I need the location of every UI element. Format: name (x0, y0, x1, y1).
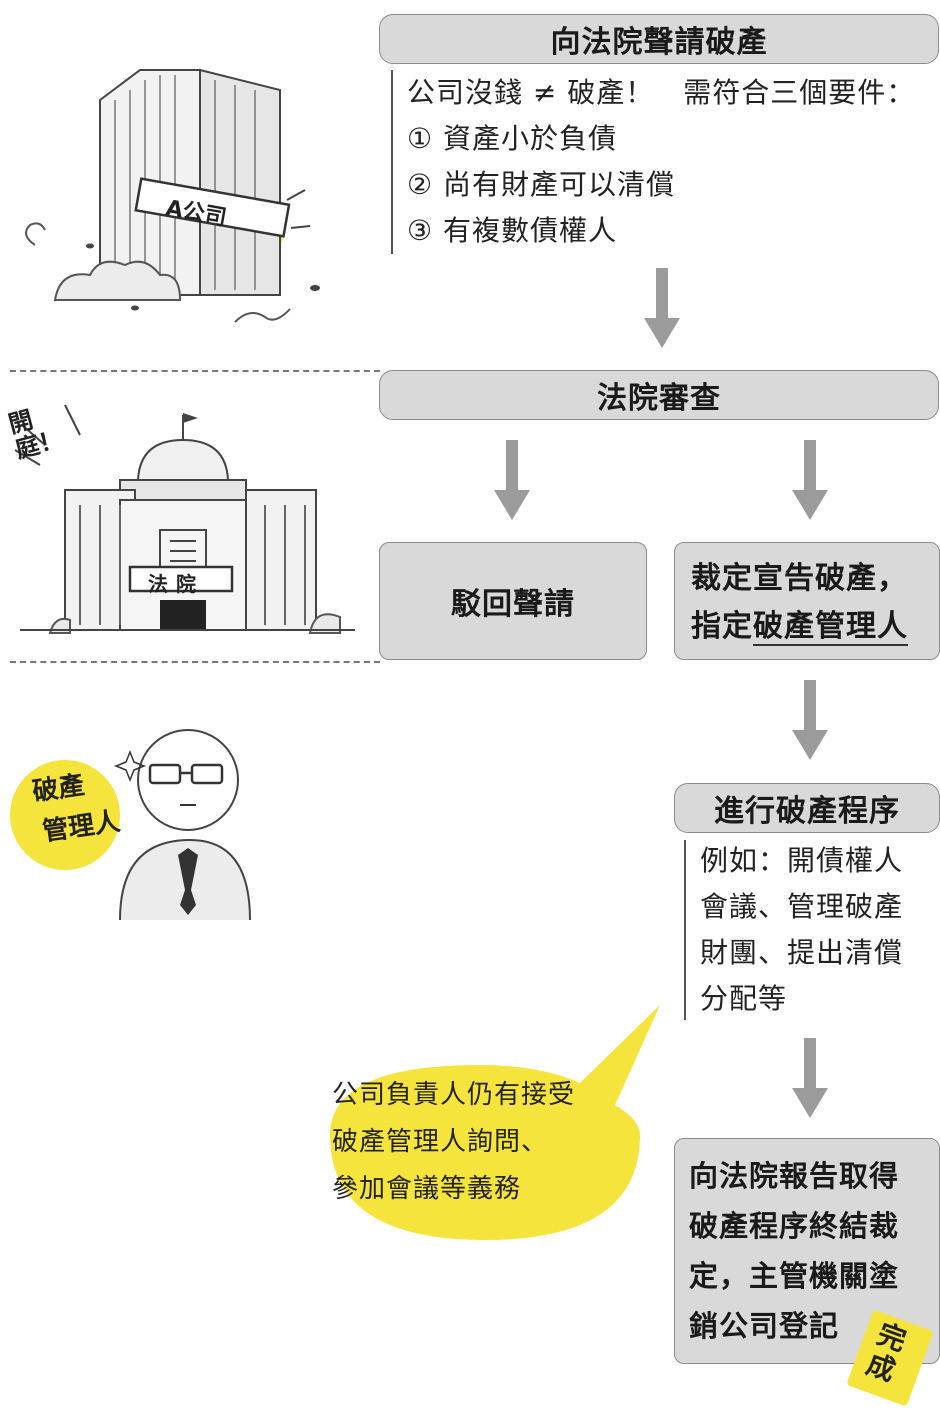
declare-bankruptcy-box: 裁定宣告破產， 指定破產管理人 (674, 542, 940, 660)
bankruptcy-trustee-illustration (10, 729, 251, 921)
requirements-line-1: ① 資產小於負債 (407, 122, 618, 155)
court-building-illustration (14, 404, 355, 634)
down-arrow-3 (792, 680, 828, 760)
declare-bankruptcy-line2: 指定破產管理人 (691, 601, 908, 646)
step-court-review-label: 法院審查 (597, 381, 721, 416)
down-arrow-4 (792, 1038, 828, 1118)
section-divider-1 (10, 370, 380, 372)
bubble-line-0: 公司負責人仍有接受 (332, 1080, 576, 1110)
step-file-bankruptcy-title: 向法院聲請破產 (379, 14, 939, 64)
final-line-0: 向法院報告取得 (689, 1159, 900, 1193)
final-line-3: 銷公司登記 (689, 1309, 840, 1343)
final-line-2: 定，主管機關塗 (689, 1259, 900, 1293)
step1-bracket-line (391, 70, 393, 254)
declare-bankruptcy-line1: 裁定宣告破產， (691, 561, 908, 596)
trustee-label-line1: 破產 (30, 770, 87, 808)
dismiss-petition-label: 駁回聲請 (451, 587, 575, 622)
down-arrow-2-left (494, 440, 530, 520)
down-arrow-1 (644, 268, 680, 348)
bubble-line-1: 破產管理人詢問、 (332, 1127, 549, 1157)
down-arrow-2-right (792, 440, 828, 520)
trustee-underlined-text: 破產管理人 (753, 609, 908, 646)
company-building-illustration (25, 68, 320, 323)
procedure-line-1: 會議、管理破產 (700, 890, 904, 923)
step3-bracket-line (684, 840, 686, 1020)
requirements-line-3: ③ 有複數債權人 (407, 214, 618, 247)
court-sign-label: 法院 (148, 572, 204, 596)
requirements-line-2: ② 尚有財產可以清償 (407, 168, 676, 201)
section-divider-2 (10, 661, 380, 663)
step-court-review-title: 法院審查 (379, 370, 939, 420)
designate-text: 指定 (691, 609, 753, 644)
step-file-bankruptcy-label: 向法院聲請破產 (550, 25, 768, 60)
procedure-line-0: 例如：開債權人 (700, 844, 904, 877)
bubble-line-2: 參加會議等義務 (332, 1174, 522, 1204)
procedure-line-2: 財團、提出清償 (700, 936, 904, 969)
final-line-1: 破產程序終結裁 (689, 1209, 900, 1243)
speech-bubble-shape (330, 1005, 660, 1240)
requirements-line-0: 公司沒錢 ≠ 破產！ 需符合三個要件： (407, 76, 916, 109)
yellow-highlight-circle (10, 760, 120, 870)
step-bankruptcy-procedure-label: 進行破產程序 (714, 794, 900, 829)
step-bankruptcy-procedure-title: 進行破產程序 (674, 783, 940, 833)
procedure-line-3: 分配等 (700, 982, 788, 1015)
dismiss-petition-box: 駁回聲請 (379, 542, 647, 660)
